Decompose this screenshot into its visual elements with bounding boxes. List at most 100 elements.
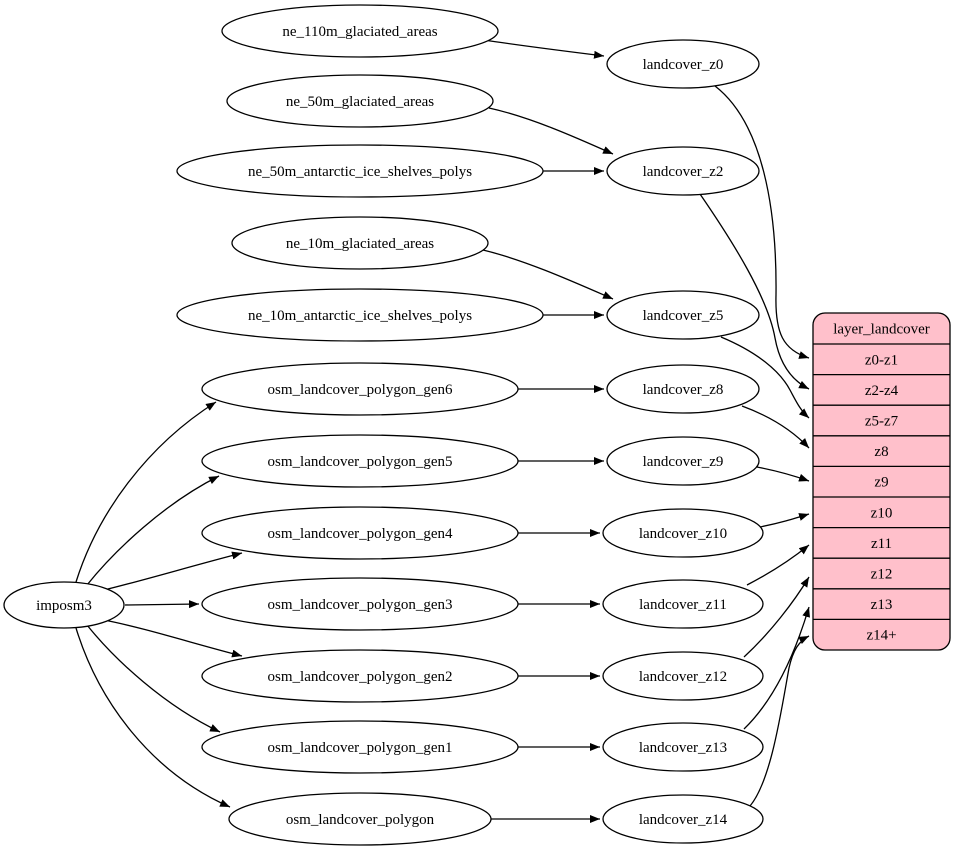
node-ne_10m_antarctic_ice_shelves_polys: ne_10m_antarctic_ice_shelves_polys: [176, 288, 544, 342]
edge-ne_110m_glaciated_areas-to-landcover_z0: [483, 39, 605, 59]
edge-landcover_z10-to-layer_landcover-z10: [759, 513, 810, 528]
node-label-osm_landcover_polygon_gen5: osm_landcover_polygon_gen5: [268, 454, 453, 470]
node-osm_landcover_polygon_gen5: osm_landcover_polygon_gen5: [201, 434, 519, 488]
node-ellipse-imposm3: [3, 581, 125, 629]
node-ellipse-osm_landcover_polygon_gen1: [201, 720, 519, 774]
node-ellipse-landcover_z2: [606, 146, 760, 196]
node-label-ne_50m_glaciated_areas: ne_50m_glaciated_areas: [286, 94, 434, 110]
edge-ne_10m_glaciated_areas-to-landcover_z5: [482, 249, 614, 300]
node-imposm3: imposm3: [3, 581, 125, 629]
node-ellipse-landcover_z11: [602, 579, 764, 629]
record-row-z9: z9: [874, 475, 888, 491]
node-ellipse-osm_landcover_polygon_gen6: [201, 362, 519, 416]
edge-landcover_z13-to-layer_landcover-z13: [743, 606, 810, 730]
node-label-landcover_z12: landcover_z12: [639, 669, 727, 685]
node-ellipse-landcover_z0: [606, 39, 760, 89]
edge-imposm3-to-osm_landcover_polygon: [75, 627, 231, 808]
node-landcover_z13: landcover_z13: [602, 722, 764, 772]
node-label-landcover_z9: landcover_z9: [643, 454, 724, 470]
node-ellipse-osm_landcover_polygon_gen4: [201, 506, 519, 560]
record-row-z14plus: z14+: [866, 628, 896, 644]
record-row-z0-z1: z0-z1: [865, 352, 898, 368]
node-ellipse-landcover_z10: [602, 508, 764, 558]
node-label-landcover_z10: landcover_z10: [639, 526, 727, 542]
node-ne_50m_antarctic_ice_shelves_polys: ne_50m_antarctic_ice_shelves_polys: [176, 144, 544, 198]
edges-layer: [75, 39, 810, 823]
node-landcover_z9: landcover_z9: [606, 436, 760, 486]
node-ellipse-landcover_z14: [602, 794, 764, 844]
node-ellipse-landcover_z13: [602, 722, 764, 772]
edge-landcover_z2-to-layer_landcover-z2-z4: [699, 193, 810, 390]
node-osm_landcover_polygon_gen1: osm_landcover_polygon_gen1: [201, 720, 519, 774]
node-label-osm_landcover_polygon_gen1: osm_landcover_polygon_gen1: [268, 740, 453, 756]
node-label-landcover_z0: landcover_z0: [643, 57, 724, 73]
edge-landcover_z11-to-layer_landcover-z11: [746, 544, 810, 586]
record-title: layer_landcover: [833, 322, 930, 338]
edge-imposm3-to-osm_landcover_polygon_gen2: [103, 619, 243, 658]
node-label-imposm3: imposm3: [36, 598, 92, 614]
edge-imposm3-to-osm_landcover_polygon_gen3: [124, 600, 200, 609]
node-label-osm_landcover_polygon_gen3: osm_landcover_polygon_gen3: [268, 597, 453, 613]
edge-imposm3-to-osm_landcover_polygon_gen4: [103, 551, 243, 591]
node-ellipse-osm_landcover_polygon_gen5: [201, 434, 519, 488]
record-row-z10: z10: [871, 505, 893, 521]
node-landcover_z0: landcover_z0: [606, 39, 760, 89]
record-row-z5-z7: z5-z7: [865, 414, 899, 430]
node-ellipse-ne_50m_glaciated_areas: [226, 74, 494, 128]
node-osm_landcover_polygon: osm_landcover_polygon: [228, 792, 492, 846]
node-label-osm_landcover_polygon_gen4: osm_landcover_polygon_gen4: [268, 526, 453, 542]
node-label-osm_landcover_polygon_gen6: osm_landcover_polygon_gen6: [268, 382, 453, 398]
node-ellipse-osm_landcover_polygon: [228, 792, 492, 846]
edge-imposm3-to-osm_landcover_polygon_gen5: [86, 475, 220, 586]
edge-ne_50m_glaciated_areas-to-landcover_z2: [488, 107, 614, 155]
node-layer_landcover: layer_landcover z0-z1 z2-z4 z5-z7 z8 z9 z10 z11…: [812, 312, 951, 651]
node-landcover_z2: landcover_z2: [606, 146, 760, 196]
node-label-ne_10m_antarctic_ice_shelves_polys: ne_10m_antarctic_ice_shelves_polys: [248, 308, 472, 324]
node-landcover_z14: landcover_z14: [602, 794, 764, 844]
node-label-landcover_z5: landcover_z5: [643, 308, 724, 324]
nodes-layer: imposm3 ne_110m_glaciated_areas ne_50m_gla…: [3, 4, 764, 846]
edge-landcover_z0-to-layer_landcover-z0-z1: [714, 85, 810, 359]
node-label-ne_50m_antarctic_ice_shelves_polys: ne_50m_antarctic_ice_shelves_polys: [248, 164, 472, 180]
edge-imposm3-to-osm_landcover_polygon_gen6: [75, 401, 217, 583]
edge-landcover_z9-to-layer_landcover-z9: [756, 466, 810, 482]
node-ellipse-ne_50m_antarctic_ice_shelves_polys: [176, 144, 544, 198]
record-row-z2-z4: z2-z4: [865, 383, 899, 399]
edge-landcover_z5-to-layer_landcover-z5-z7: [720, 336, 810, 419]
node-osm_landcover_polygon_gen4: osm_landcover_polygon_gen4: [201, 506, 519, 560]
node-landcover_z12: landcover_z12: [602, 651, 764, 701]
record-row-z12: z12: [871, 567, 893, 583]
node-ellipse-ne_10m_antarctic_ice_shelves_polys: [176, 288, 544, 342]
node-label-landcover_z13: landcover_z13: [639, 740, 727, 756]
edge-imposm3-to-osm_landcover_polygon_gen1: [86, 624, 221, 733]
node-label-ne_110m_glaciated_areas: ne_110m_glaciated_areas: [282, 24, 437, 40]
node-ellipse-osm_landcover_polygon_gen3: [201, 577, 519, 631]
node-landcover_z11: landcover_z11: [602, 579, 764, 629]
node-ne_110m_glaciated_areas: ne_110m_glaciated_areas: [221, 4, 499, 58]
node-label-osm_landcover_polygon_gen2: osm_landcover_polygon_gen2: [268, 669, 453, 685]
node-ellipse-ne_110m_glaciated_areas: [221, 4, 499, 58]
node-label-landcover_z8: landcover_z8: [643, 382, 724, 398]
node-osm_landcover_polygon_gen2: osm_landcover_polygon_gen2: [201, 649, 519, 703]
node-landcover_z10: landcover_z10: [602, 508, 764, 558]
record-row-z8: z8: [874, 444, 888, 460]
node-label-landcover_z11: landcover_z11: [639, 597, 727, 613]
record-body: [812, 312, 951, 651]
node-landcover_z5: landcover_z5: [606, 290, 760, 340]
node-label-landcover_z2: landcover_z2: [643, 164, 724, 180]
edge-landcover_z14-to-layer_landcover-z14plus: [749, 635, 810, 807]
node-label-osm_landcover_polygon: osm_landcover_polygon: [286, 812, 435, 828]
edge-landcover_z12-to-layer_landcover-z12: [743, 576, 810, 658]
node-ellipse-ne_10m_glaciated_areas: [231, 216, 489, 270]
node-ellipse-osm_landcover_polygon_gen2: [201, 649, 519, 703]
node-ellipse-landcover_z5: [606, 290, 760, 340]
record-row-z11: z11: [871, 536, 892, 552]
node-osm_landcover_polygon_gen3: osm_landcover_polygon_gen3: [201, 577, 519, 631]
node-osm_landcover_polygon_gen6: osm_landcover_polygon_gen6: [201, 362, 519, 416]
node-ellipse-landcover_z9: [606, 436, 760, 486]
node-label-ne_10m_glaciated_areas: ne_10m_glaciated_areas: [286, 236, 434, 252]
record-row-z13: z13: [871, 597, 893, 613]
node-ne_10m_glaciated_areas: ne_10m_glaciated_areas: [231, 216, 489, 270]
node-landcover_z8: landcover_z8: [606, 364, 760, 414]
